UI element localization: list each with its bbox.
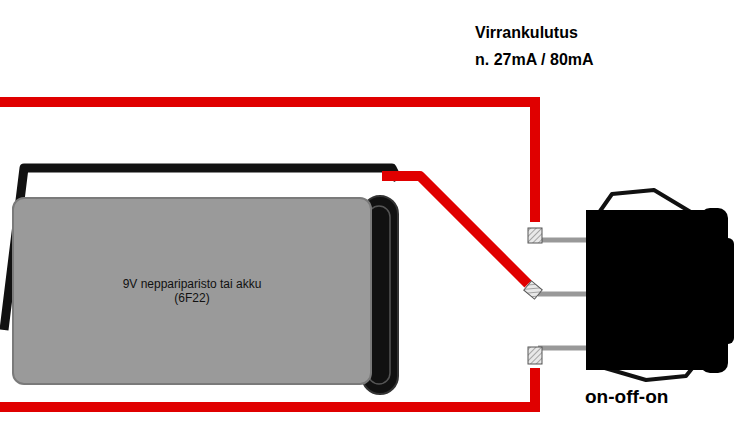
current-value: n. 27mA / 80mA [475,51,594,69]
red-wire [382,176,528,284]
battery-label: 9V neppariparisto tai akku (6F22) [108,277,276,306]
switch-body [586,210,710,370]
stripped-end [524,281,542,299]
battery-body: 9V neppariparisto tai akku (6F22) [12,197,372,385]
switch-pin [538,292,592,297]
note-heading: Virrankulutus [475,24,578,42]
stripped-end [528,228,542,243]
switch-pin [538,346,592,351]
switch-type: on-off-on [585,386,668,408]
switch-button [716,238,734,344]
stripped-end [528,347,542,364]
switch-pin [538,238,592,243]
